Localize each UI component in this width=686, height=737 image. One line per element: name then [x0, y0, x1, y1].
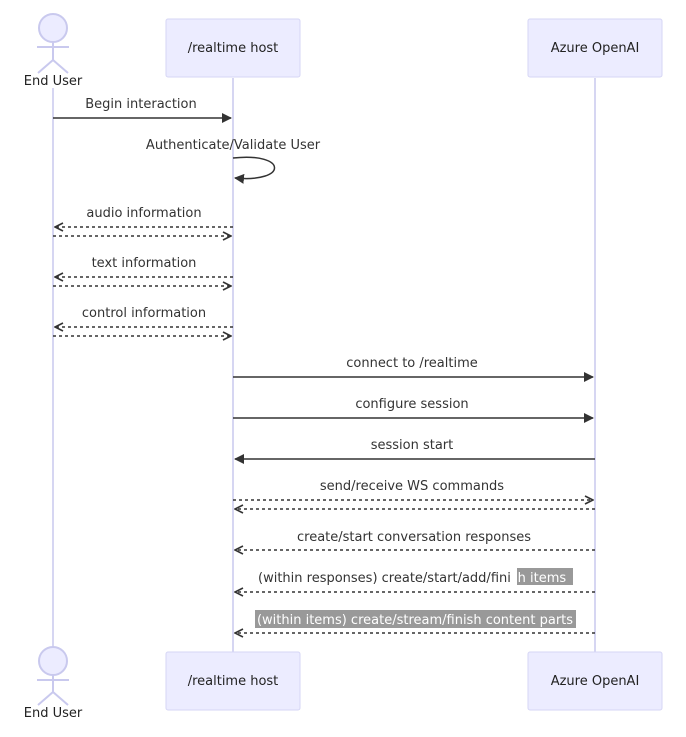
actor-label-end-user-bottom: End User: [24, 706, 83, 721]
highlight-within-responses: [517, 568, 573, 585]
msg-label-connect: connect to /realtime: [346, 356, 478, 371]
msg-label-session-start: session start: [371, 438, 454, 453]
msg-label-configure: configure session: [355, 397, 468, 412]
actor-end-user-top: End User: [24, 13, 83, 89]
msg-label-text: text information: [92, 256, 197, 271]
msg-label-control: control information: [82, 306, 206, 321]
msg-label-create-start: create/start conversation responses: [297, 530, 531, 545]
msg-arrow-auth-self: [232, 156, 276, 184]
participant-label-azure-top: Azure OpenAI: [551, 41, 640, 56]
participant-label-host-bottom: /realtime host: [188, 674, 279, 689]
actor-end-user-bottom: End User: [24, 646, 83, 721]
msg-label-audio: audio information: [86, 206, 201, 221]
msg-label-within-responses-part-a: (within responses) create/start/add/fini: [258, 571, 511, 586]
msg-label-begin: Begin interaction: [85, 97, 196, 112]
actor-label-end-user-top: End User: [24, 74, 83, 89]
participant-azure-openai-top: Azure OpenAI: [527, 18, 663, 78]
participant-label-host-top: /realtime host: [188, 41, 279, 56]
msg-label-within-items: (within items) create/stream/finish cont…: [257, 613, 573, 628]
participant-label-azure-bottom: Azure OpenAI: [551, 674, 640, 689]
msg-label-auth: Authenticate/Validate User: [146, 138, 321, 153]
highlight-within-items: [255, 610, 576, 628]
actor-head-icon: [38, 646, 68, 676]
msg-label-send-receive: send/receive WS commands: [320, 479, 504, 494]
actor-head-icon: [38, 13, 68, 43]
participant-realtime-host-top: /realtime host: [165, 18, 301, 78]
participant-realtime-host-bottom: /realtime host: [165, 651, 301, 711]
msg-label-within-responses-part-b: sh items: [511, 571, 567, 586]
participant-azure-openai-bottom: Azure OpenAI: [527, 651, 663, 711]
msg-label-within-responses: (within responses) create/start/add/fini…: [258, 571, 566, 586]
